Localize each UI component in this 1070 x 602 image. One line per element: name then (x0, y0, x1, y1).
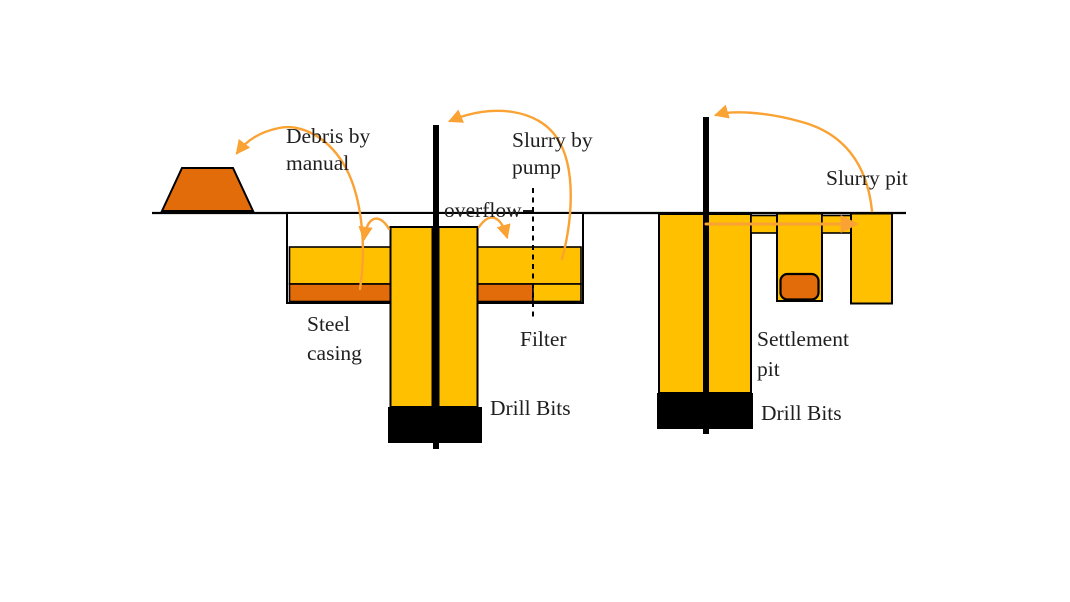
overflow-arrow-right (477, 216, 511, 240)
trench-sediment-right (476, 283, 534, 303)
label-steel-casing-line2: casing (307, 341, 362, 365)
label-drill-bits-left: Drill Bits (490, 396, 571, 420)
label-settlement-pit-line2: pit (757, 357, 780, 381)
steel-casing-right-wall (437, 226, 479, 408)
trench-slurry-left (288, 246, 392, 285)
slurry-pit-box (850, 212, 893, 305)
slurry-pump-arrow-right (713, 104, 874, 213)
label-debris-by-manual: Debris by manual (286, 123, 370, 177)
label-slurry-pump-line2: pump (512, 155, 561, 179)
label-overflow: overflow (444, 198, 522, 222)
debris-pile (160, 167, 255, 212)
label-settlement-pit-line1: Settlement (757, 327, 849, 351)
steel-casing-left-wall (389, 226, 434, 408)
trench-slurry-right (476, 246, 582, 285)
label-drill-bits-right: Drill Bits (761, 401, 842, 425)
label-debris-line1: Debris by (286, 124, 371, 148)
slurry-pump-arrow-left (448, 109, 572, 261)
trench-slurry-filtered (532, 283, 582, 303)
label-slurry-pit: Slurry pit (826, 166, 908, 190)
trench-sediment-left (288, 283, 392, 303)
label-settlement-pit: Settlement pit (757, 324, 849, 384)
label-steel-casing-line1: Steel (307, 312, 350, 336)
overflow-arrow-left (358, 217, 391, 242)
label-steel-casing: Steel casing (307, 310, 362, 368)
label-slurry-by-pump: Slurry by pump (512, 127, 593, 181)
label-debris-line2: manual (286, 151, 350, 175)
label-slurry-pump-line1: Slurry by (512, 128, 593, 152)
settlement-pit-sediment (779, 272, 820, 301)
label-filter: Filter (520, 327, 567, 351)
drill-rod-right (703, 117, 709, 434)
drill-rod-left (433, 125, 439, 449)
